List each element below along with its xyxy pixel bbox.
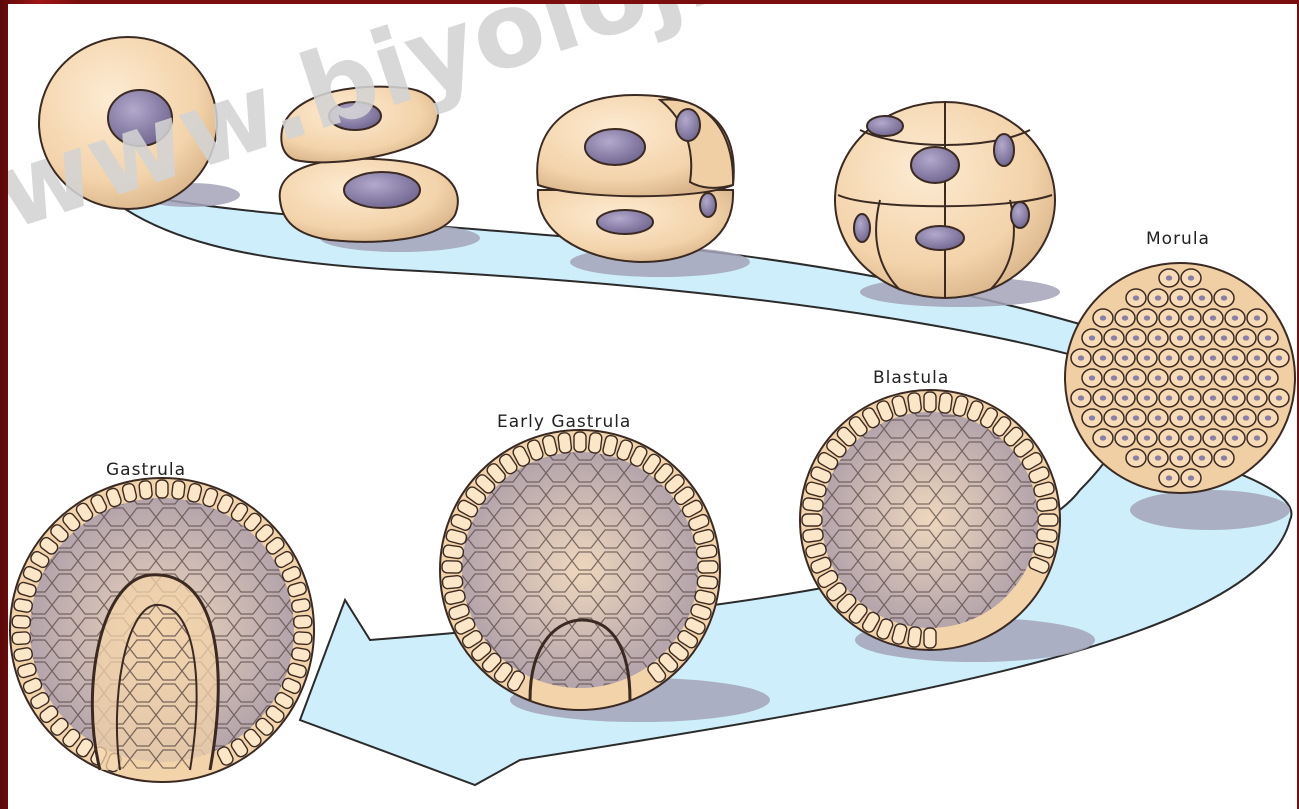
- nucleus-icon: [994, 134, 1014, 166]
- morula-cell: [1065, 263, 1295, 493]
- nucleus-icon: [344, 172, 420, 208]
- label-early-gastrula: Early Gastrula: [497, 412, 631, 432]
- label-gastrula: Gastrula: [106, 460, 186, 480]
- label-morula: Morula: [1146, 229, 1210, 249]
- nucleus-icon: [854, 214, 870, 242]
- nucleus-icon: [585, 129, 645, 165]
- embryo-development-diagram: Morula Blastula Early Gastrula Gastrula …: [8, 4, 1297, 809]
- eight-cell-stage: [835, 102, 1055, 298]
- label-blastula: Blastula: [873, 368, 949, 388]
- nucleus-icon: [1011, 202, 1029, 228]
- nucleus-icon: [867, 116, 903, 136]
- blastula-cell: [800, 390, 1060, 650]
- nucleus-icon: [676, 109, 700, 141]
- early-gastrula-cell: [440, 430, 720, 710]
- nucleus-icon: [700, 193, 716, 217]
- nucleus-icon: [911, 147, 959, 183]
- diagram-canvas: Morula Blastula Early Gastrula Gastrula …: [8, 4, 1297, 809]
- gastrula-cell: [10, 478, 314, 782]
- nucleus-icon: [916, 226, 964, 250]
- four-cell-stage: [537, 95, 734, 262]
- nucleus-icon: [597, 210, 653, 234]
